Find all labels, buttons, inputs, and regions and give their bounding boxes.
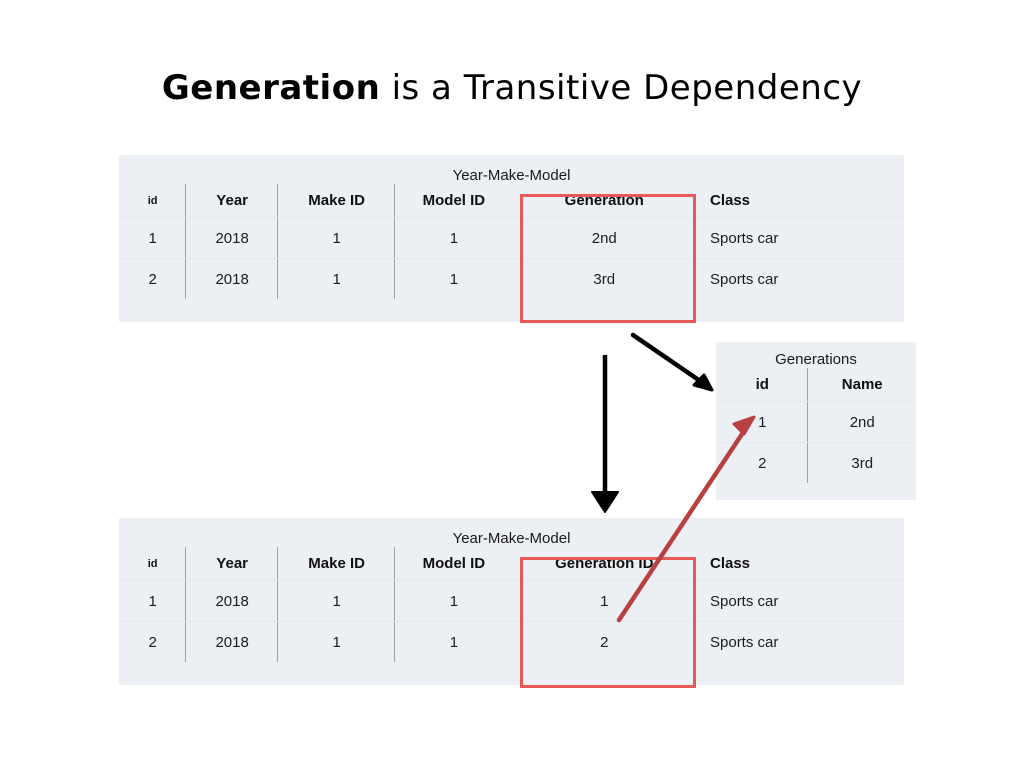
cell-class: Sports car: [696, 580, 904, 622]
cell-class: Sports car: [696, 258, 904, 299]
table-row: 2 2018 1 1 2 Sports car: [119, 621, 904, 662]
table-bottom: id Year Make ID Model ID Generation ID C…: [119, 547, 904, 662]
title-rest: is a Transitive Dependency: [380, 68, 863, 108]
column-header-make-id: Make ID: [278, 184, 395, 218]
cell-id: 1: [119, 217, 187, 259]
cell-make-id: 1: [278, 580, 396, 622]
cell-model-id: 1: [395, 258, 513, 299]
table-row: 2 2018 1 1 3rd Sports car: [119, 258, 904, 299]
cell-name: 3rd: [808, 442, 916, 483]
table-year-make-model-top: Year-Make-Model id Year Make ID Model ID…: [119, 155, 904, 322]
table-row: 1 2nd: [716, 401, 916, 443]
table-year-make-model-bottom: Year-Make-Model id Year Make ID Model ID…: [119, 518, 904, 685]
column-header-class: Class: [710, 192, 751, 209]
cell-id: 1: [119, 580, 187, 622]
table-row: 2 3rd: [716, 442, 916, 483]
table-lookup: id Name 1 2nd 2 3rd: [716, 368, 916, 483]
cell-id: 2: [119, 621, 187, 662]
column-header-year: Year: [186, 184, 278, 218]
black-down-arrow: [591, 355, 619, 513]
cell-year: 2018: [186, 621, 279, 662]
cell-name: 2nd: [808, 401, 916, 443]
column-header-generation: Generation: [564, 192, 644, 209]
cell-year: 2018: [186, 580, 279, 622]
column-header-name: Name: [841, 376, 883, 393]
table-header-row: id Year Make ID Model ID Generation ID C…: [119, 547, 904, 581]
cell-generation-id: 2: [512, 621, 696, 662]
cell-id: 1: [716, 401, 809, 443]
column-header-model-id: Model ID: [422, 192, 486, 209]
cell-model-id: 1: [395, 621, 513, 662]
page-title: Generation is a Transitive Dependency: [0, 68, 1024, 108]
cell-year: 2018: [186, 217, 279, 259]
column-header-id: id: [716, 368, 808, 402]
title-emphasis: Generation: [161, 68, 381, 108]
cell-model-id: 1: [395, 580, 513, 622]
cell-class: Sports car: [696, 621, 904, 662]
cell-make-id: 1: [278, 258, 396, 299]
cell-id: 2: [716, 442, 809, 483]
cell-model-id: 1: [395, 217, 513, 259]
cell-generation: 3rd: [512, 258, 696, 299]
cell-make-id: 1: [278, 621, 396, 662]
table-generations: Generations id Name 1 2nd 2 3rd: [716, 342, 916, 500]
column-header-model-id: Model ID: [422, 555, 486, 572]
table-top: id Year Make ID Model ID Generation Clas…: [119, 184, 904, 299]
table-header-row: id Year Make ID Model ID Generation Clas…: [119, 184, 904, 218]
table-row: 1 2018 1 1 2nd Sports car: [119, 217, 904, 259]
cell-make-id: 1: [278, 217, 396, 259]
black-diagonal-arrow: [630, 332, 714, 392]
column-header-year: Year: [186, 547, 278, 581]
table-caption-top: Year-Make-Model: [452, 167, 571, 184]
cell-generation: 2nd: [512, 217, 696, 259]
cell-class: Sports car: [696, 217, 904, 259]
cell-id: 2: [119, 258, 187, 299]
column-header-generation-id: Generation ID: [555, 555, 654, 572]
cell-generation-id: 1: [512, 580, 696, 622]
table-caption-bottom: Year-Make-Model: [452, 530, 571, 547]
table-row: 1 2018 1 1 1 Sports car: [119, 580, 904, 622]
table-caption-generations: Generations: [775, 351, 857, 368]
column-header-id: id: [119, 547, 186, 581]
cell-year: 2018: [186, 258, 279, 299]
column-header-class: Class: [710, 555, 751, 572]
column-header-id: id: [119, 184, 186, 218]
column-header-make-id: Make ID: [278, 547, 395, 581]
table-header-row: id Name: [716, 368, 916, 402]
